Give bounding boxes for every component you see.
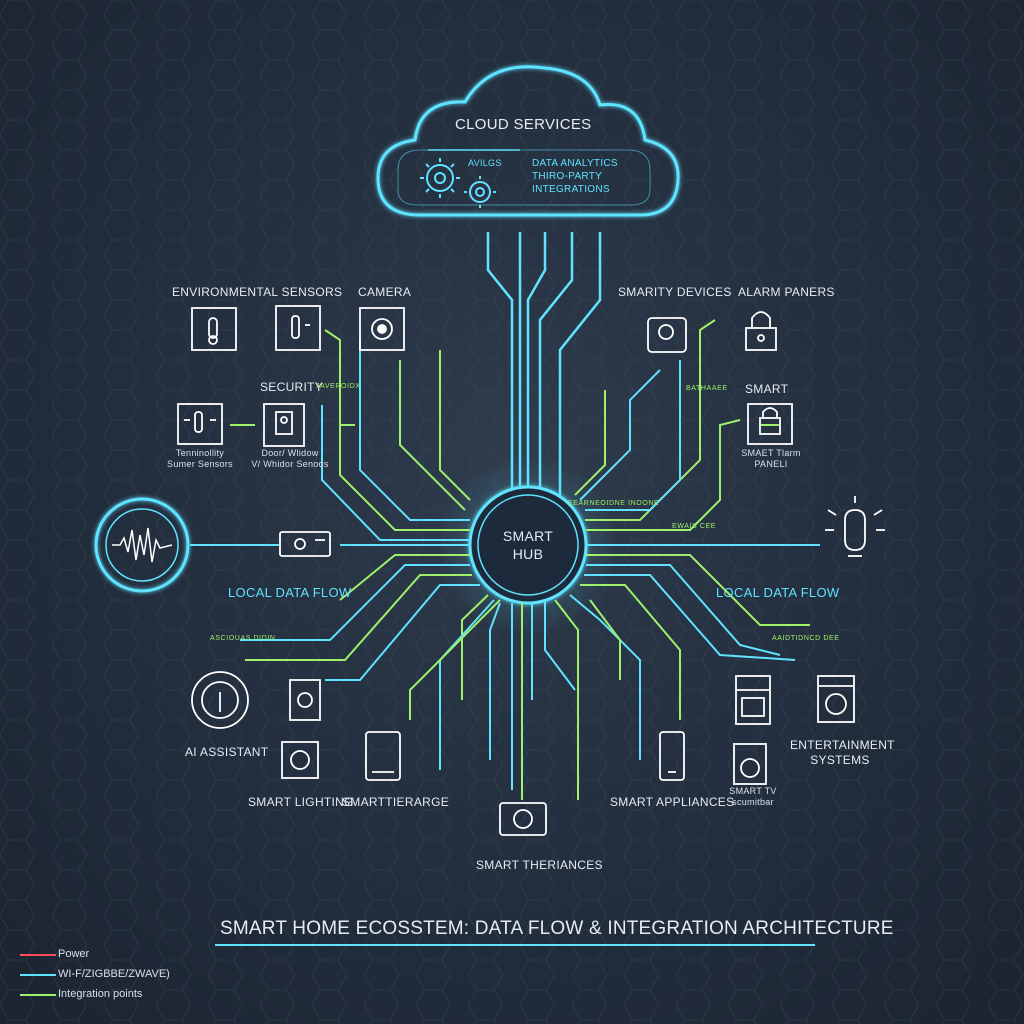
thermometer-icon <box>191 307 237 351</box>
phone-icon <box>659 731 685 781</box>
waveform-icon <box>94 497 190 593</box>
legend-label-wifi: WI-F/ZIGBBE/ZWAVE) <box>58 968 170 980</box>
label-smart: SMART <box>745 382 789 396</box>
legend-swatch-integration <box>20 994 56 996</box>
label-security-devices: SMARITY DEVICES <box>618 285 732 299</box>
label-alarm-panels: ALARM PANERS <box>738 285 835 299</box>
hub-line-1: SMART <box>502 528 554 544</box>
projector-icon <box>499 802 547 836</box>
tiny-label-6: AAIDTIDNCD DEE <box>772 635 840 642</box>
label-camera: CAMERA <box>358 285 412 299</box>
cloud-inner <box>397 149 651 206</box>
legend-label-integration: Integration points <box>58 988 143 1000</box>
left-links <box>190 329 501 770</box>
door-sensor-icon <box>263 403 305 447</box>
label-temp-sensor: Tenninollity Sumer Sensors <box>167 448 233 469</box>
tablet-icon <box>365 731 401 781</box>
security-camera-icon <box>647 317 687 353</box>
cloud-line-4: INTEGRATIONS <box>532 184 610 195</box>
cloud-line-1: AVILGS <box>468 158 502 168</box>
camera-icon <box>359 307 405 351</box>
label-smart-therange: SMARTTIERARGE <box>342 795 450 809</box>
smart-light-icon <box>281 741 319 779</box>
tiny-label-4: EWAIS CEE <box>672 523 717 530</box>
label-local-data-flow-right: LOCAL DATA FLOW <box>716 585 840 600</box>
cloud-shape <box>376 65 680 217</box>
legend-swatch-power <box>20 954 56 956</box>
cloud-line-3: THIRO-PARTY <box>532 171 603 182</box>
lightbulb-icon <box>825 496 885 557</box>
label-local-data-flow-left: LOCAL DATA FLOW <box>228 585 352 600</box>
bottom-links <box>489 599 579 800</box>
left-vertical-links <box>399 350 471 511</box>
right-links <box>569 319 820 760</box>
tiny-label-3: EEARNEOIDNE INOONE <box>568 500 660 507</box>
footer-title-bar: SMART HOME ECOSSTEM: DATA FLOW & INTEGRA… <box>215 912 893 946</box>
gears-icon <box>420 158 496 208</box>
router-icon <box>279 531 331 557</box>
assistant-speaker-icon <box>191 671 249 729</box>
thermostat-icon <box>275 305 321 351</box>
oven-icon <box>735 675 771 725</box>
label-smart-lighting: SMART LIGHTING <box>248 795 354 809</box>
hub-line-2: HUB <box>512 546 544 562</box>
legend-swatch-wifi <box>20 974 56 976</box>
footer-title: SMART HOME ECOSSTEM: DATA FLOW & INTEGRA… <box>220 918 894 939</box>
cloud-hub-links <box>486 232 602 500</box>
tiny-label-1: JAVEROIDX <box>316 383 361 390</box>
alarm-panel-icon <box>747 403 793 445</box>
cloud-line-2: DATA ANALYTICS <box>532 158 618 169</box>
label-smart-appliances: SMART APPLIANCES <box>610 795 735 809</box>
label-ai-assistant: AI ASSISTANT <box>185 745 269 759</box>
label-security: SECURITY <box>260 380 324 394</box>
padlock-icon <box>745 311 777 351</box>
cloud-title: CLOUD SERVICES <box>455 116 592 133</box>
tiny-label-2: BATHAAEE <box>686 385 728 392</box>
smart-plug-icon <box>289 679 321 721</box>
tv-icon <box>733 743 767 785</box>
washer-icon <box>817 675 855 723</box>
label-door-window: Door/ Wlidow V/ Whidor Senoos <box>251 448 329 469</box>
hub-inner-ring <box>477 494 579 596</box>
label-smart-alarm-panel: SMAET Tlarm PANELI <box>741 448 801 469</box>
tiny-label-5: ASCIOUAS DIDIN <box>210 635 276 642</box>
label-smart-theriances: SMART THERIANCES <box>476 858 603 872</box>
legend-label-power: Power <box>58 948 90 960</box>
label-smart-tv: SMART TV scumitbar <box>729 786 777 807</box>
label-entertainment: ENTERTAINMENT SYSTEMS <box>790 738 895 767</box>
humidity-sensor-icon <box>177 403 223 445</box>
label-environmental-sensors: ENVIRONMENTAL SENSORS <box>172 285 343 299</box>
